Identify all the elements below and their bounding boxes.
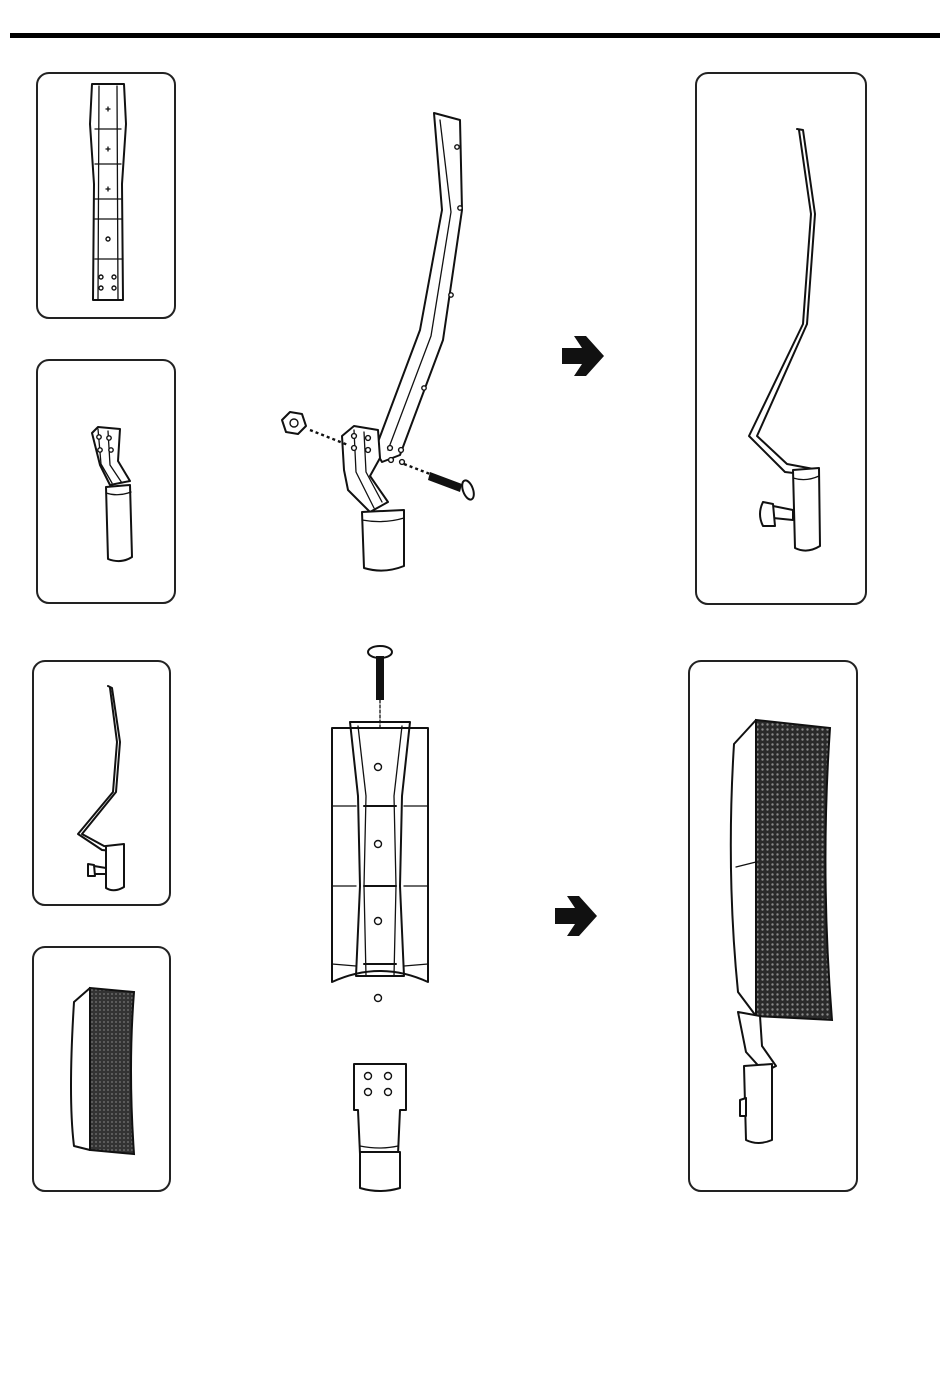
- header-rule: [10, 33, 940, 38]
- speaker-on-rail-illustration: [690, 662, 860, 1194]
- part-panel-mounting-bracket: [36, 359, 176, 604]
- part-panel-rail-assembly: [32, 660, 171, 906]
- arrow-right-icon: [560, 334, 608, 382]
- speaker-module-illustration: [34, 948, 173, 1194]
- rail-bracket-illustration: [38, 74, 178, 321]
- step1-assembly-diagram: [270, 100, 530, 600]
- rail-assembly-small-illustration: [34, 662, 173, 908]
- step2-assembly-diagram: [320, 636, 460, 1196]
- part-panel-speaker-module: [32, 946, 171, 1192]
- result-panel-speaker-on-rail: [688, 660, 858, 1192]
- part-panel-rail-bracket: [36, 72, 176, 319]
- mounting-bracket-illustration: [38, 361, 178, 606]
- result-panel-rail-assembly: [695, 72, 867, 605]
- arrow-right-icon: [553, 894, 601, 942]
- rail-assembly-illustration: [697, 74, 869, 607]
